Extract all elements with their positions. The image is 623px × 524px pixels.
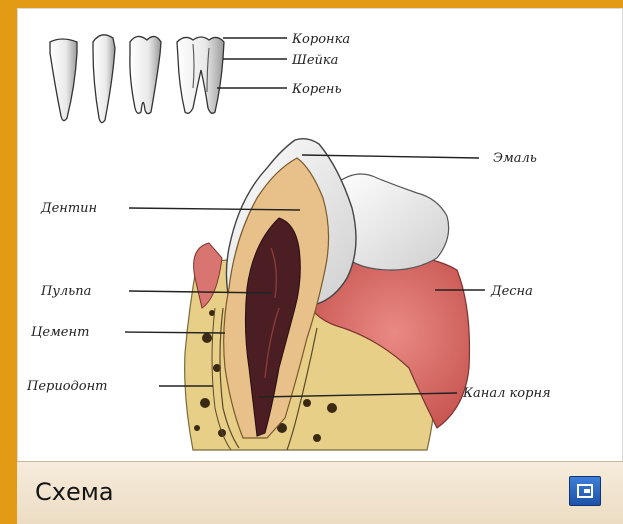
label-pulp: Пульпа: [40, 284, 91, 299]
small-teeth-leaders: [217, 38, 287, 88]
premolar-small: [130, 36, 161, 113]
image-frame: Коронка Шейка Корень Эмаль Дентин Пульпа…: [17, 8, 623, 523]
label-crown: Коронка: [291, 32, 350, 47]
expand-button[interactable]: [569, 476, 601, 506]
canine-small: [93, 35, 115, 123]
label-gum: Десна: [490, 284, 533, 299]
caption-text: Схема: [35, 478, 114, 506]
expand-icon: [577, 484, 593, 498]
tooth-diagram-svg: Коронка Шейка Корень Эмаль Дентин Пульпа…: [17, 8, 623, 458]
tooth-diagram: Коронка Шейка Корень Эмаль Дентин Пульпа…: [17, 8, 623, 458]
label-root: Корень: [291, 82, 342, 97]
label-root-canal: Канал корня: [462, 386, 551, 401]
caption-bar: Схема: [17, 461, 623, 524]
label-periodontium: Периодонт: [26, 379, 108, 394]
label-dentin: Дентин: [40, 201, 97, 216]
molar-small: [177, 37, 224, 113]
label-enamel: Эмаль: [493, 151, 537, 166]
label-cement: Цемент: [31, 325, 89, 340]
incisor-small: [50, 39, 77, 121]
label-neck: Шейка: [291, 53, 338, 68]
small-teeth-row: [50, 35, 224, 123]
